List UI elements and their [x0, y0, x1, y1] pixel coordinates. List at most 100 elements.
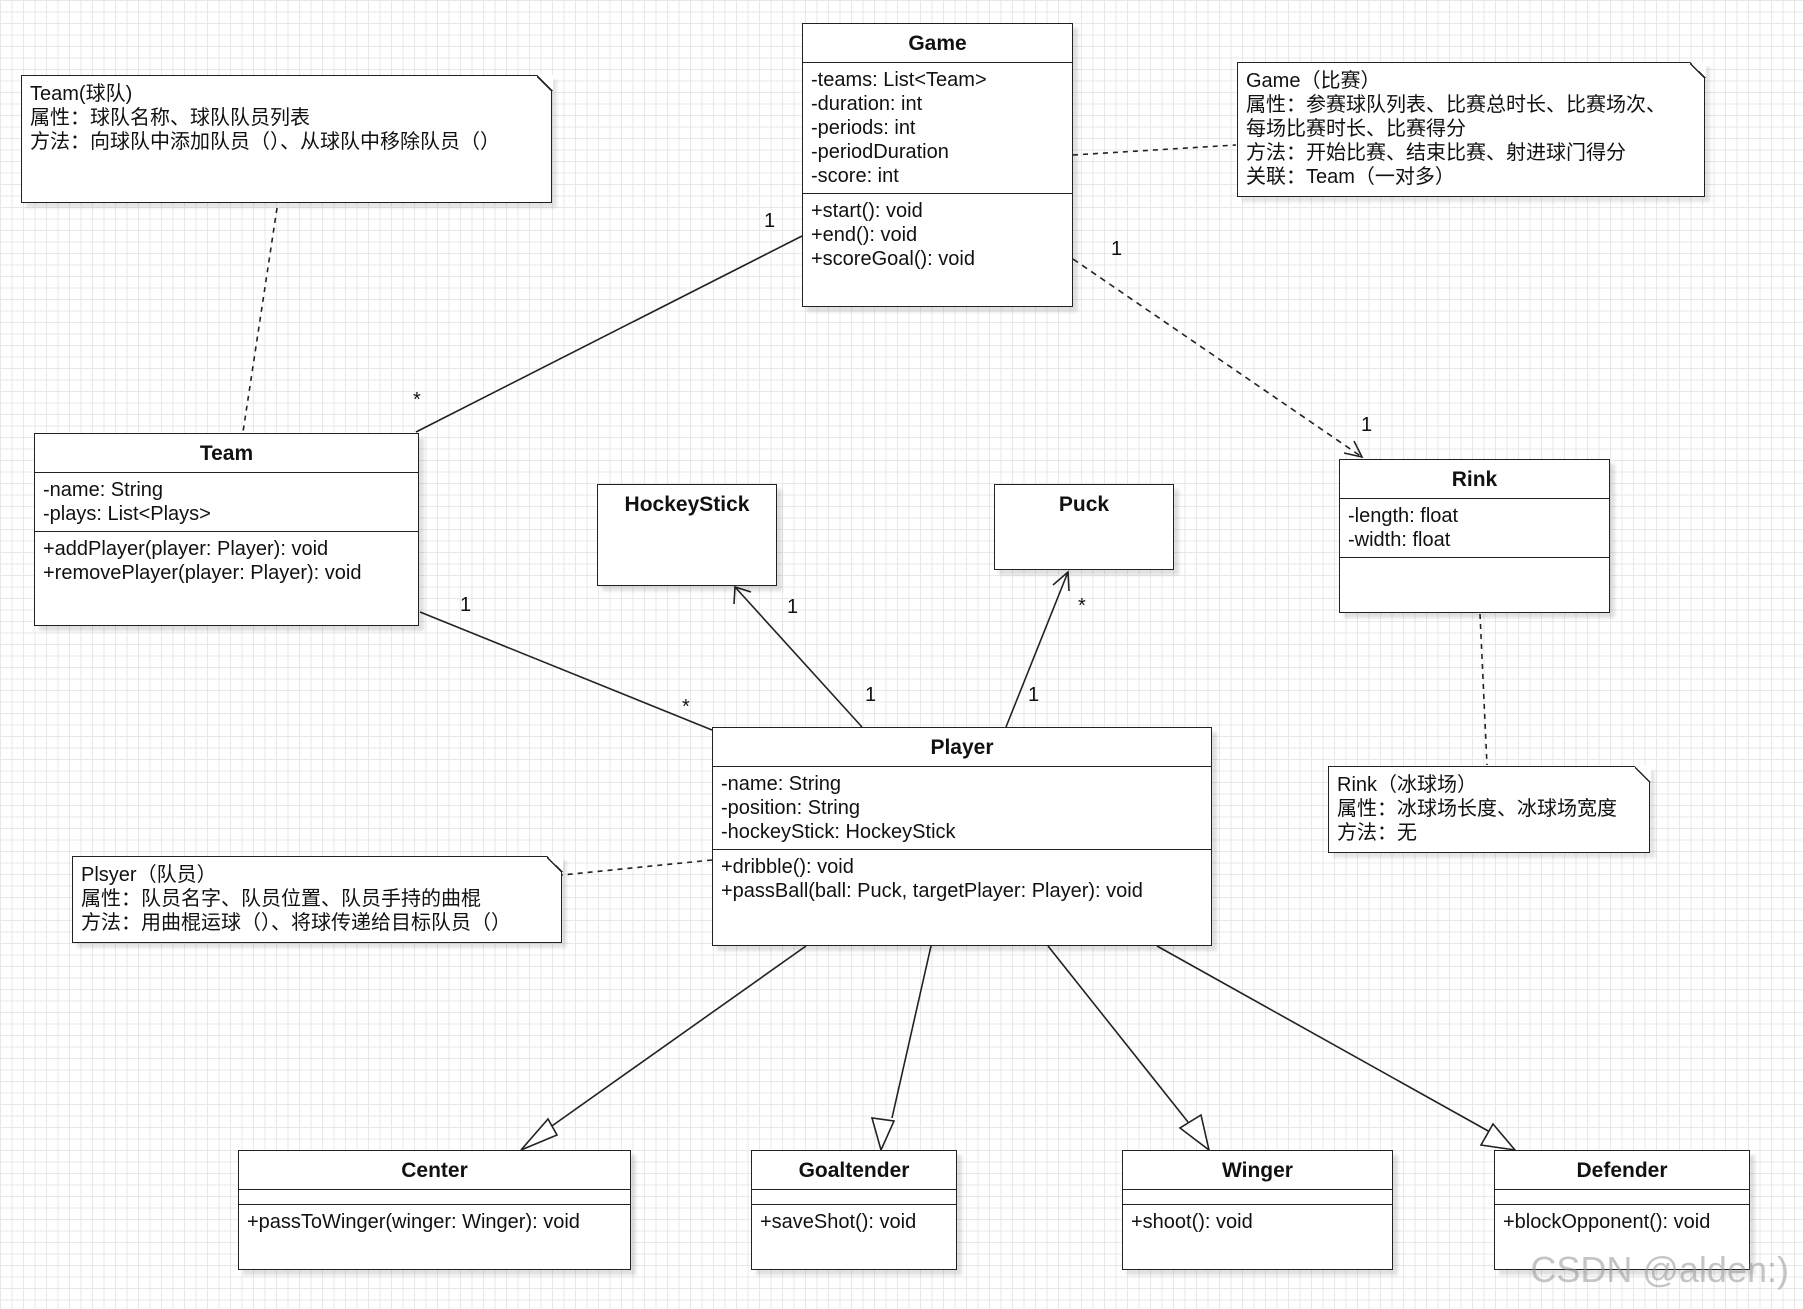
generalization-winger	[1047, 945, 1189, 1123]
attribute-compartment	[1495, 1189, 1749, 1204]
generalization-defender	[1156, 945, 1491, 1133]
attribute: -duration: int	[811, 93, 923, 115]
class-name: Game	[908, 32, 967, 55]
association-player-hockeystick	[734, 586, 863, 728]
class-name: Rink	[1451, 468, 1498, 491]
attribute-compartment	[239, 1189, 630, 1204]
operation-compartment: +dribble(): void +passBall(ball: Puck, t…	[713, 849, 1211, 908]
note-fold-icon	[536, 74, 553, 91]
operation: +saveShot(): void	[760, 1211, 917, 1233]
operation-compartment: +passToWinger(winger: Winger): void	[239, 1204, 630, 1239]
class-hockeystick[interactable]: HockeyStick	[597, 484, 777, 586]
multiplicity-label: 1	[1111, 238, 1123, 260]
note-team[interactable]: Team(球队) 属性：球队名称、球队队员列表 方法：向球队中添加队员（）、从球…	[21, 74, 553, 203]
class-defender[interactable]: Defender +blockOpponent(): void	[1494, 1150, 1750, 1270]
operation-compartment	[1340, 557, 1609, 608]
class-name: Winger	[1222, 1159, 1293, 1182]
triangle-center	[520, 1117, 559, 1151]
note-rink[interactable]: Rink（冰球场） 属性：冰球场长度、冰球场宽度 方法：无	[1328, 765, 1651, 853]
class-game[interactable]: Game -teams: List<Team> -duration: int -…	[802, 23, 1073, 307]
multiplicity-label: *	[413, 389, 421, 411]
multiplicity-label: 1	[1028, 684, 1040, 706]
attribute: -periods: int	[811, 117, 916, 139]
generalization-goaltender	[891, 945, 932, 1119]
attribute: -length: float	[1348, 505, 1459, 527]
note-line: 方法：向球队中添加队员（）、从球队中移除队员（）	[30, 131, 500, 153]
class-goaltender[interactable]: Goaltender +saveShot(): void	[751, 1150, 957, 1270]
operation-compartment: +start(): void +end(): void +scoreGoal()…	[803, 193, 1072, 276]
attribute: -score: int	[811, 165, 899, 187]
operation: +removePlayer(player: Player): void	[43, 562, 362, 584]
operation: +addPlayer(player: Player): void	[43, 538, 329, 560]
class-name: Defender	[1576, 1159, 1668, 1182]
association-game-team	[415, 235, 803, 433]
operation-compartment: +saveShot(): void	[752, 1204, 956, 1239]
note-line: 每场比赛时长、比赛得分	[1246, 118, 1466, 140]
operation-compartment: +blockOpponent(): void	[1495, 1204, 1749, 1239]
operation-compartment: +addPlayer(player: Player): void +remove…	[35, 531, 418, 590]
attribute-compartment: -name: String -position: String -hockeyS…	[713, 766, 1211, 849]
multiplicity-label: 1	[787, 596, 799, 618]
class-name: Center	[401, 1159, 468, 1182]
attribute-compartment	[1123, 1189, 1392, 1204]
triangle-winger	[1178, 1113, 1211, 1152]
attribute: -plays: List<Plays>	[43, 503, 211, 525]
arrowhead-puck	[1052, 570, 1070, 592]
attribute: -periodDuration	[811, 141, 949, 163]
class-puck[interactable]: Puck	[994, 484, 1174, 570]
attribute: -teams: List<Team>	[811, 69, 987, 91]
operation: +dribble(): void	[721, 856, 854, 878]
class-name: HockeyStick	[624, 493, 750, 516]
operation: +start(): void	[811, 200, 923, 222]
note-line: 方法：开始比赛、结束比赛、射进球门得分	[1246, 142, 1626, 164]
attribute-compartment: -name: String -plays: List<Plays>	[35, 472, 418, 531]
class-player[interactable]: Player -name: String -position: String -…	[712, 727, 1212, 946]
note-line: 方法：用曲棍运球（）、将球传递给目标队员（）	[81, 912, 511, 934]
note-link-rink	[1479, 613, 1488, 766]
attribute-compartment: -teams: List<Team> -duration: int -perio…	[803, 62, 1072, 193]
association-team-player	[419, 611, 713, 731]
note-game[interactable]: Game（比赛） 属性：参赛球队列表、比赛总时长、比赛场次、 每场比赛时长、比赛…	[1237, 61, 1706, 197]
note-link-team	[242, 207, 278, 433]
attribute: -name: String	[721, 773, 842, 795]
class-name: Puck	[1058, 493, 1110, 516]
multiplicity-label: 1	[865, 684, 877, 706]
operation: +passToWinger(winger: Winger): void	[247, 1211, 580, 1233]
note-link-player	[561, 859, 713, 876]
operation: +shoot(): void	[1131, 1211, 1253, 1233]
arrowhead-rink	[1343, 440, 1364, 459]
class-team[interactable]: Team -name: String -plays: List<Plays> +…	[34, 433, 419, 626]
class-center[interactable]: Center +passToWinger(winger: Winger): vo…	[238, 1150, 631, 1270]
multiplicity-label: *	[1078, 595, 1086, 617]
note-link-game	[1072, 144, 1237, 156]
note-player[interactable]: Plsyer（队员） 属性：队员名字、队员位置、队员手持的曲棍 方法：用曲棍运球…	[72, 855, 563, 943]
triangle-defender	[1479, 1122, 1517, 1152]
operation: +passBall(ball: Puck, targetPlayer: Play…	[721, 880, 1143, 902]
operation-compartment: +shoot(): void	[1123, 1204, 1392, 1239]
generalization-center	[541, 945, 807, 1134]
watermark: CSDN @alden:)	[1530, 1249, 1789, 1290]
note-line: Team(球队)	[30, 83, 133, 105]
note-line: Rink（冰球场）	[1337, 774, 1478, 796]
class-name: Goaltender	[798, 1159, 910, 1182]
note-line: Plsyer（队员）	[81, 864, 217, 886]
class-winger[interactable]: Winger +shoot(): void	[1122, 1150, 1393, 1270]
note-line: 关联：Team（一对多）	[1246, 166, 1455, 188]
attribute-compartment: -length: float -width: float	[1340, 498, 1609, 557]
note-line: 属性：球队名称、球队队员列表	[30, 107, 310, 129]
class-rink[interactable]: Rink -length: float -width: float	[1339, 459, 1610, 613]
operation: +end(): void	[811, 224, 918, 246]
note-line: Game（比赛）	[1246, 70, 1381, 92]
triangle-goaltender	[870, 1117, 896, 1153]
attribute-compartment	[752, 1189, 956, 1204]
multiplicity-label: 1	[1361, 414, 1373, 436]
multiplicity-label: *	[682, 696, 690, 718]
attribute: -position: String	[721, 797, 860, 819]
arrowhead-hockeystick	[733, 585, 752, 605]
class-name: Player	[930, 736, 994, 759]
dependency-game-rink	[1072, 258, 1363, 458]
class-name: Team	[199, 442, 254, 465]
attribute: -name: String	[43, 479, 164, 501]
note-line: 属性：冰球场长度、冰球场宽度	[1337, 798, 1617, 820]
